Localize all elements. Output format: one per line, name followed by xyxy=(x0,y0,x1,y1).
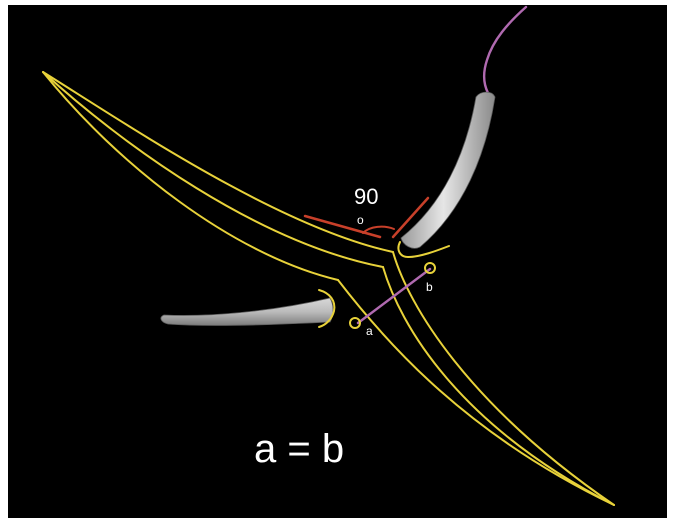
suture-line-lower-3 xyxy=(337,279,615,506)
angle-line-left xyxy=(303,214,382,239)
suture-line-lower-1 xyxy=(392,251,615,506)
diagram-frame: 90 o a b a = b xyxy=(8,5,667,518)
suture-diagram xyxy=(42,5,615,506)
point-a-marker xyxy=(349,317,361,329)
needle-left xyxy=(160,297,334,326)
angle-value-label: 90 xyxy=(354,184,379,209)
point-b-marker xyxy=(424,262,436,274)
angle-degree-mark: o xyxy=(357,213,364,227)
needle-path-a-to-b xyxy=(356,267,432,325)
point-a-label: a xyxy=(366,324,373,338)
suture-line-upper-1 xyxy=(42,71,394,253)
angle-line-right xyxy=(391,196,430,239)
right-angle-arc xyxy=(362,225,395,234)
equation-label: a = b xyxy=(254,427,345,471)
point-b-label: b xyxy=(426,280,433,294)
suture-line-upper-2 xyxy=(42,71,384,268)
suture-line-lower-2 xyxy=(382,266,615,506)
suture-line-upper-3 xyxy=(42,71,339,281)
suture-loop-left xyxy=(318,289,336,328)
suture-loop-right xyxy=(397,241,450,259)
needle-right xyxy=(400,91,496,249)
suture-thread-top xyxy=(482,5,528,95)
